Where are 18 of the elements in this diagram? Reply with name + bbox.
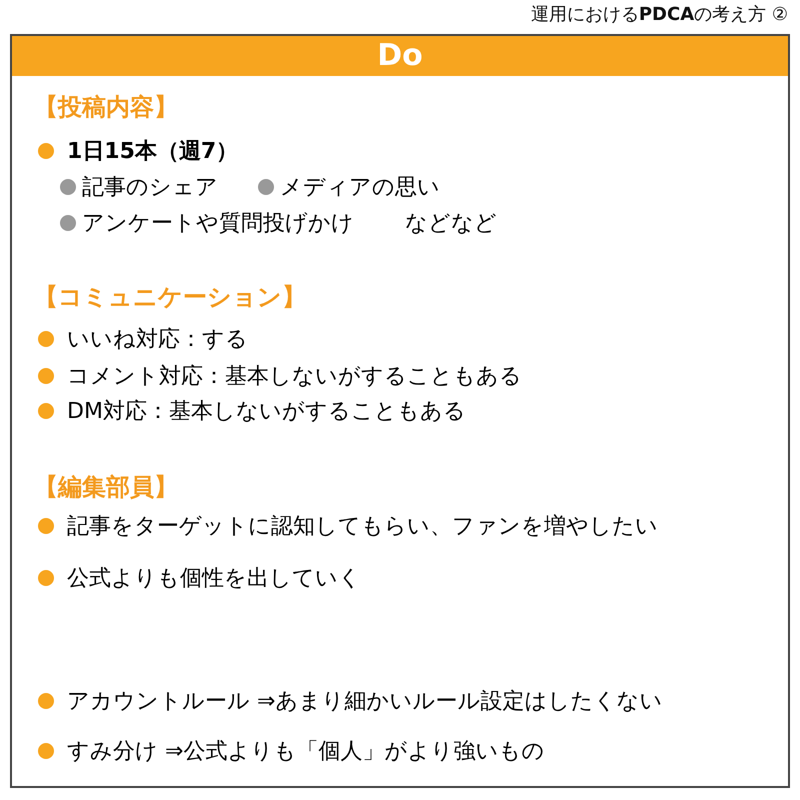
bullet-text: メディアの思い [280,174,440,202]
bullet-text: コメント対応：基本しないがすることもある [67,364,522,390]
bullet-text: 記事をターゲットに認知してもらい、ファンを増やしたい [67,514,658,540]
bullet-text: 記事のシェア [82,174,218,202]
content-panel [10,34,790,788]
bullet-text: などなど [405,210,497,238]
bullet-text: すみ分け ⇒公式よりも「個人」がより強いもの [67,738,544,766]
bullet-text: DM対応：基本しないがすることもある [67,398,466,426]
bullet-text: アカウントルール ⇒あまり細かいルール設定はしたくない [67,688,662,716]
section-heading: 【投稿内容】 [34,92,178,122]
page-title: 運用におけるPDCAの考え方 ② [530,4,788,26]
bullet-text: アンケートや質問投げかけ [82,210,354,238]
section-heading: 【編集部員】 [34,472,178,502]
bullet-text: 公式よりも個性を出していく [67,566,361,592]
panel-header: Do [12,36,788,76]
section-heading: 【コミュニケーション】 [34,282,306,312]
bullet-text: いいね対応：する [67,326,248,354]
bullet-text: 1日15本（週7） [67,138,238,166]
